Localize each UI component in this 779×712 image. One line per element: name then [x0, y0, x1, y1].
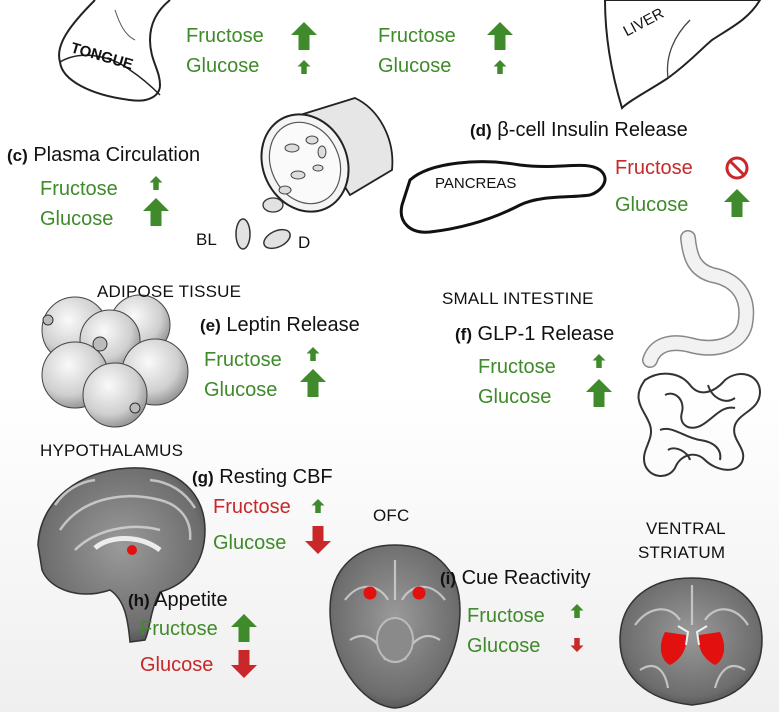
- panel-i-fructose-increase-small-arrow-icon: [571, 604, 584, 618]
- panel-h-fructose-increase-large-arrow-icon: [231, 614, 257, 642]
- panel-g-glucose-decrease-large-arrow-icon: [305, 526, 331, 554]
- panel-a-glucose-increase-small-arrow-icon: [298, 60, 311, 74]
- panel-c-fructose-increase-small-arrow-icon: [150, 176, 163, 190]
- panel-e-glucose-increase-large-arrow-icon: [300, 369, 326, 397]
- panel-g-fructose-increase-small-arrow-icon: [312, 499, 325, 513]
- panel-b-glucose-increase-small-arrow-icon: [494, 60, 507, 74]
- panel-e-fructose-increase-small-arrow-icon: [307, 347, 320, 361]
- panel-h-glucose-decrease-large-arrow-icon: [231, 650, 257, 678]
- panel-f-glucose-increase-large-arrow-icon: [586, 379, 612, 407]
- panel-f-fructose-increase-small-arrow-icon: [593, 354, 606, 368]
- panel-d-glucose-increase-large-arrow-icon: [724, 189, 750, 217]
- panel-c-glucose-increase-large-arrow-icon: [143, 198, 169, 226]
- panel-a-fructose-increase-large-arrow-icon: [291, 22, 317, 50]
- panel-i-glucose-decrease-small-arrow-icon: [571, 638, 584, 652]
- panel-b-fructose-increase-large-arrow-icon: [487, 22, 513, 50]
- panel-d-fructose-no-effect-icon: [727, 158, 747, 178]
